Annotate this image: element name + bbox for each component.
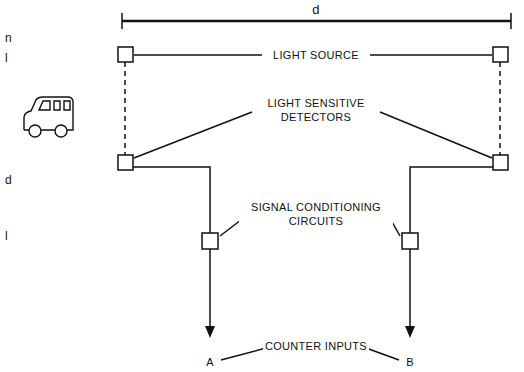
dimension-tick [121, 13, 123, 29]
part-label: SIGNAL CONDITIONING CIRCUITS [239, 200, 393, 228]
light-source-box [118, 47, 133, 62]
signal-wire [133, 167, 210, 233]
signal-wire [209, 249, 211, 328]
arrowhead [405, 326, 415, 338]
dimension-line [122, 20, 511, 23]
detector-box [493, 155, 508, 170]
arrowhead [205, 326, 215, 338]
conditioning-box [402, 233, 418, 249]
signal-wire [409, 249, 411, 328]
part-label: LIGHT SOURCE [271, 48, 361, 62]
dimension-label: d [310, 3, 322, 17]
leader-line [370, 54, 492, 56]
text-fragment: l [3, 51, 10, 65]
leader-line [221, 348, 266, 360]
part-label: COUNTER INPUTS [263, 339, 369, 353]
signal-name: A [204, 355, 216, 369]
light-beam [124, 62, 126, 155]
conditioning-box [202, 233, 218, 249]
signal-wire [410, 167, 493, 233]
text-fragment: l [3, 229, 10, 243]
light-beam [499, 62, 501, 155]
leader-line [134, 112, 252, 158]
text-fragment: n [3, 31, 14, 45]
light-source-box [493, 47, 508, 62]
car-illustration [24, 97, 73, 137]
signal-name: B [404, 355, 416, 369]
dimension-tick [510, 13, 512, 29]
leader-line [220, 220, 241, 236]
leader-line [134, 54, 262, 56]
text-fragment: d [3, 173, 14, 187]
detector-box [118, 155, 133, 170]
leader-line [380, 112, 492, 158]
part-label: LIGHT SENSITIVE DETECTORS [254, 96, 378, 124]
leader-line [366, 348, 399, 360]
